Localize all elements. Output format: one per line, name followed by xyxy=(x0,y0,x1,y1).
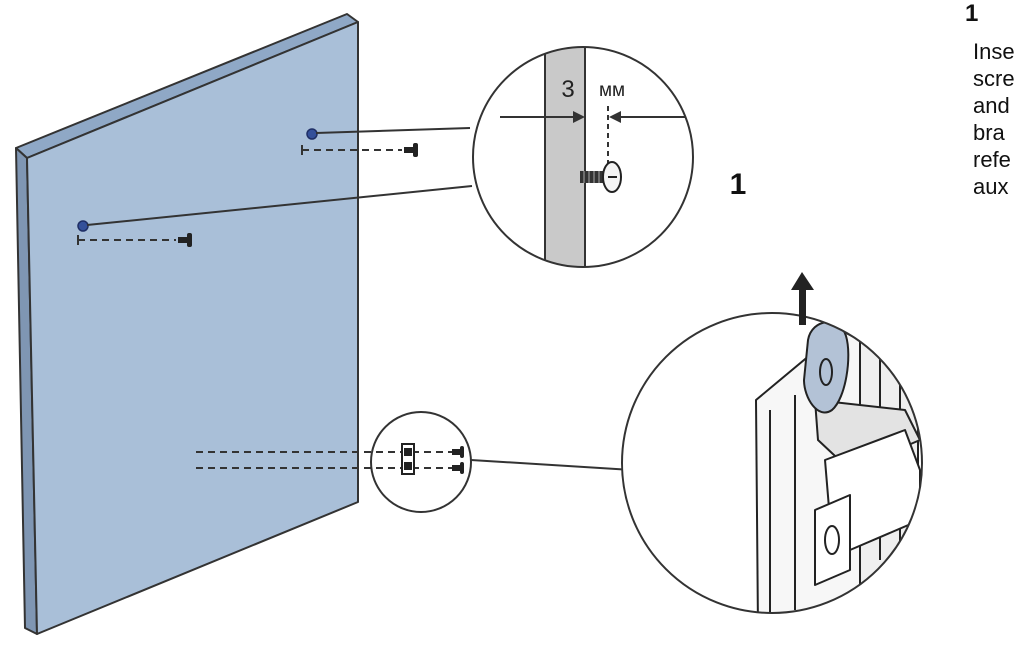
up-arrow-icon xyxy=(791,272,814,325)
bracket-detail-circle xyxy=(621,272,923,614)
cabinet-panel xyxy=(15,13,359,635)
instruction-line: refe xyxy=(973,147,1011,172)
instruction-line: scre xyxy=(973,66,1015,91)
adjuster-cam-hole xyxy=(819,358,833,386)
circle-outline xyxy=(621,312,923,614)
bracket-hole xyxy=(824,525,840,555)
instruction-line: aux xyxy=(973,174,1009,199)
screw-icon xyxy=(580,161,622,193)
leader-line xyxy=(315,127,471,134)
instruction-line: Inse xyxy=(973,39,1015,64)
gap-unit-label: мм xyxy=(599,80,625,101)
instruction-line: bra xyxy=(973,120,1005,145)
panel-edge-strip xyxy=(544,47,586,267)
instruction-text: Inse scre and bra refe aux xyxy=(973,38,1018,200)
screw-hole-dot xyxy=(306,128,318,140)
lower-bracket-marks xyxy=(196,411,633,513)
instruction-line: and xyxy=(973,93,1010,118)
screw-hole-dot xyxy=(77,220,89,232)
small-screw-icon xyxy=(178,233,192,247)
bracket-lower-tab xyxy=(814,494,851,586)
callout-number: 1 xyxy=(730,168,747,201)
circle-outline xyxy=(472,46,694,268)
gap-value-label: 3 xyxy=(561,76,574,103)
gap-detail-circle: 3 мм xyxy=(472,46,694,268)
small-screw-icon xyxy=(404,143,418,157)
panel-face xyxy=(26,21,359,635)
small-screw-icon xyxy=(452,446,464,474)
small-zoom-circle xyxy=(370,411,472,513)
arrow-head xyxy=(609,111,621,123)
leader-line xyxy=(470,459,633,471)
upper-screw-marks xyxy=(77,127,473,247)
step-number-top: 1 xyxy=(965,0,979,27)
arrow-head xyxy=(573,111,585,123)
leader-line xyxy=(86,185,473,226)
bracket-icon-small xyxy=(401,443,415,475)
